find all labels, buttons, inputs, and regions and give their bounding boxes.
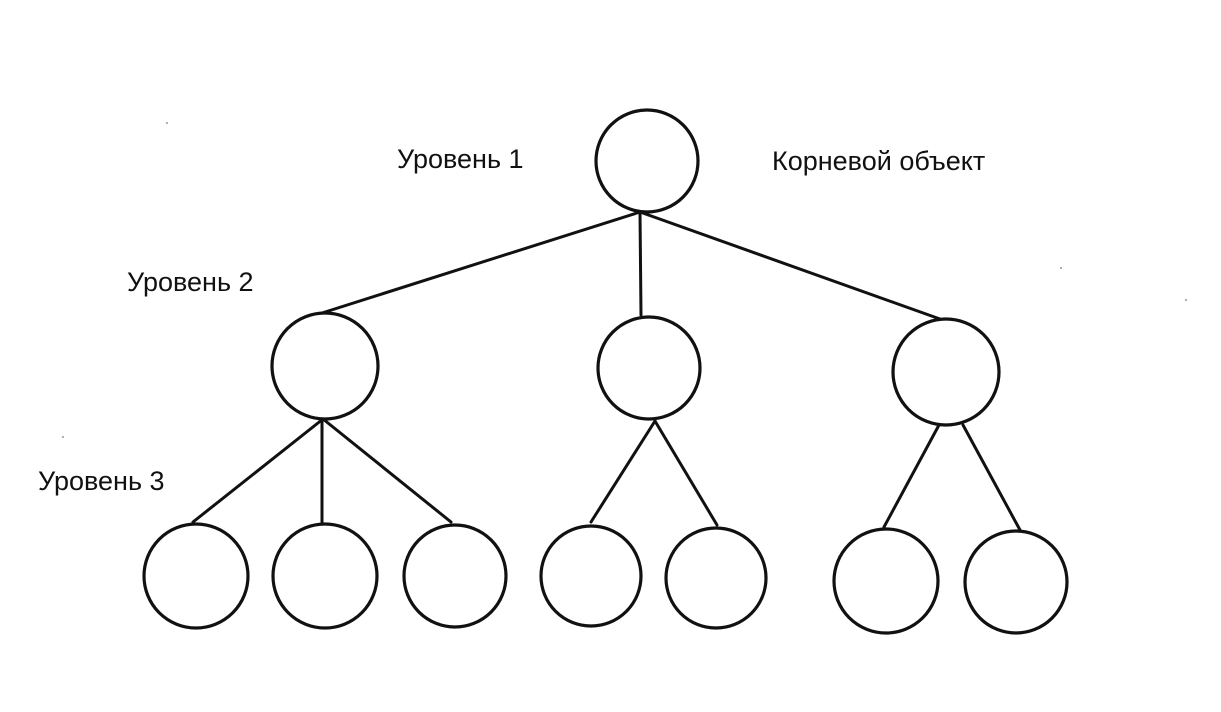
level3-nodes	[142, 522, 1069, 635]
node-l2-1	[270, 311, 380, 421]
node-l3-1	[142, 522, 250, 630]
node-l2-2	[596, 315, 702, 421]
node-l3-7	[963, 529, 1069, 635]
scan-specks	[62, 122, 1187, 438]
edge-node-l2-3-to-node-l3-6	[882, 423, 941, 529]
label-level2: Уровень 2	[127, 267, 254, 297]
node-l3-5	[664, 526, 768, 630]
edges-level2-to-level3	[191, 417, 1022, 532]
edge-node-l2-1-to-node-l3-1	[191, 417, 325, 524]
edge-node-l2-2-to-node-l3-4	[589, 419, 657, 524]
label-level3: Уровень 3	[38, 466, 165, 496]
node-l3-3	[402, 523, 508, 629]
node-l2-3	[891, 317, 1001, 427]
edge-node-l2-2-to-node-l3-5	[653, 419, 719, 527]
node-l3-2	[271, 522, 379, 630]
node-l3-6	[832, 527, 940, 635]
label-root-object: Корневой объект	[772, 146, 985, 176]
edges-level1-to-level2	[320, 210, 942, 321]
edge-root-to-node-l2-3	[638, 210, 942, 321]
edge-node-l2-3-to-node-l3-7	[961, 423, 1022, 532]
label-level1: Уровень 1	[397, 144, 524, 174]
edge-node-l2-1-to-node-l3-3	[321, 417, 453, 524]
node-l3-4	[539, 524, 643, 628]
edge-root-to-node-l2-1	[320, 210, 642, 315]
node-root	[594, 108, 700, 214]
edge-root-to-node-l2-2	[638, 210, 643, 317]
level2-nodes	[270, 311, 1001, 427]
